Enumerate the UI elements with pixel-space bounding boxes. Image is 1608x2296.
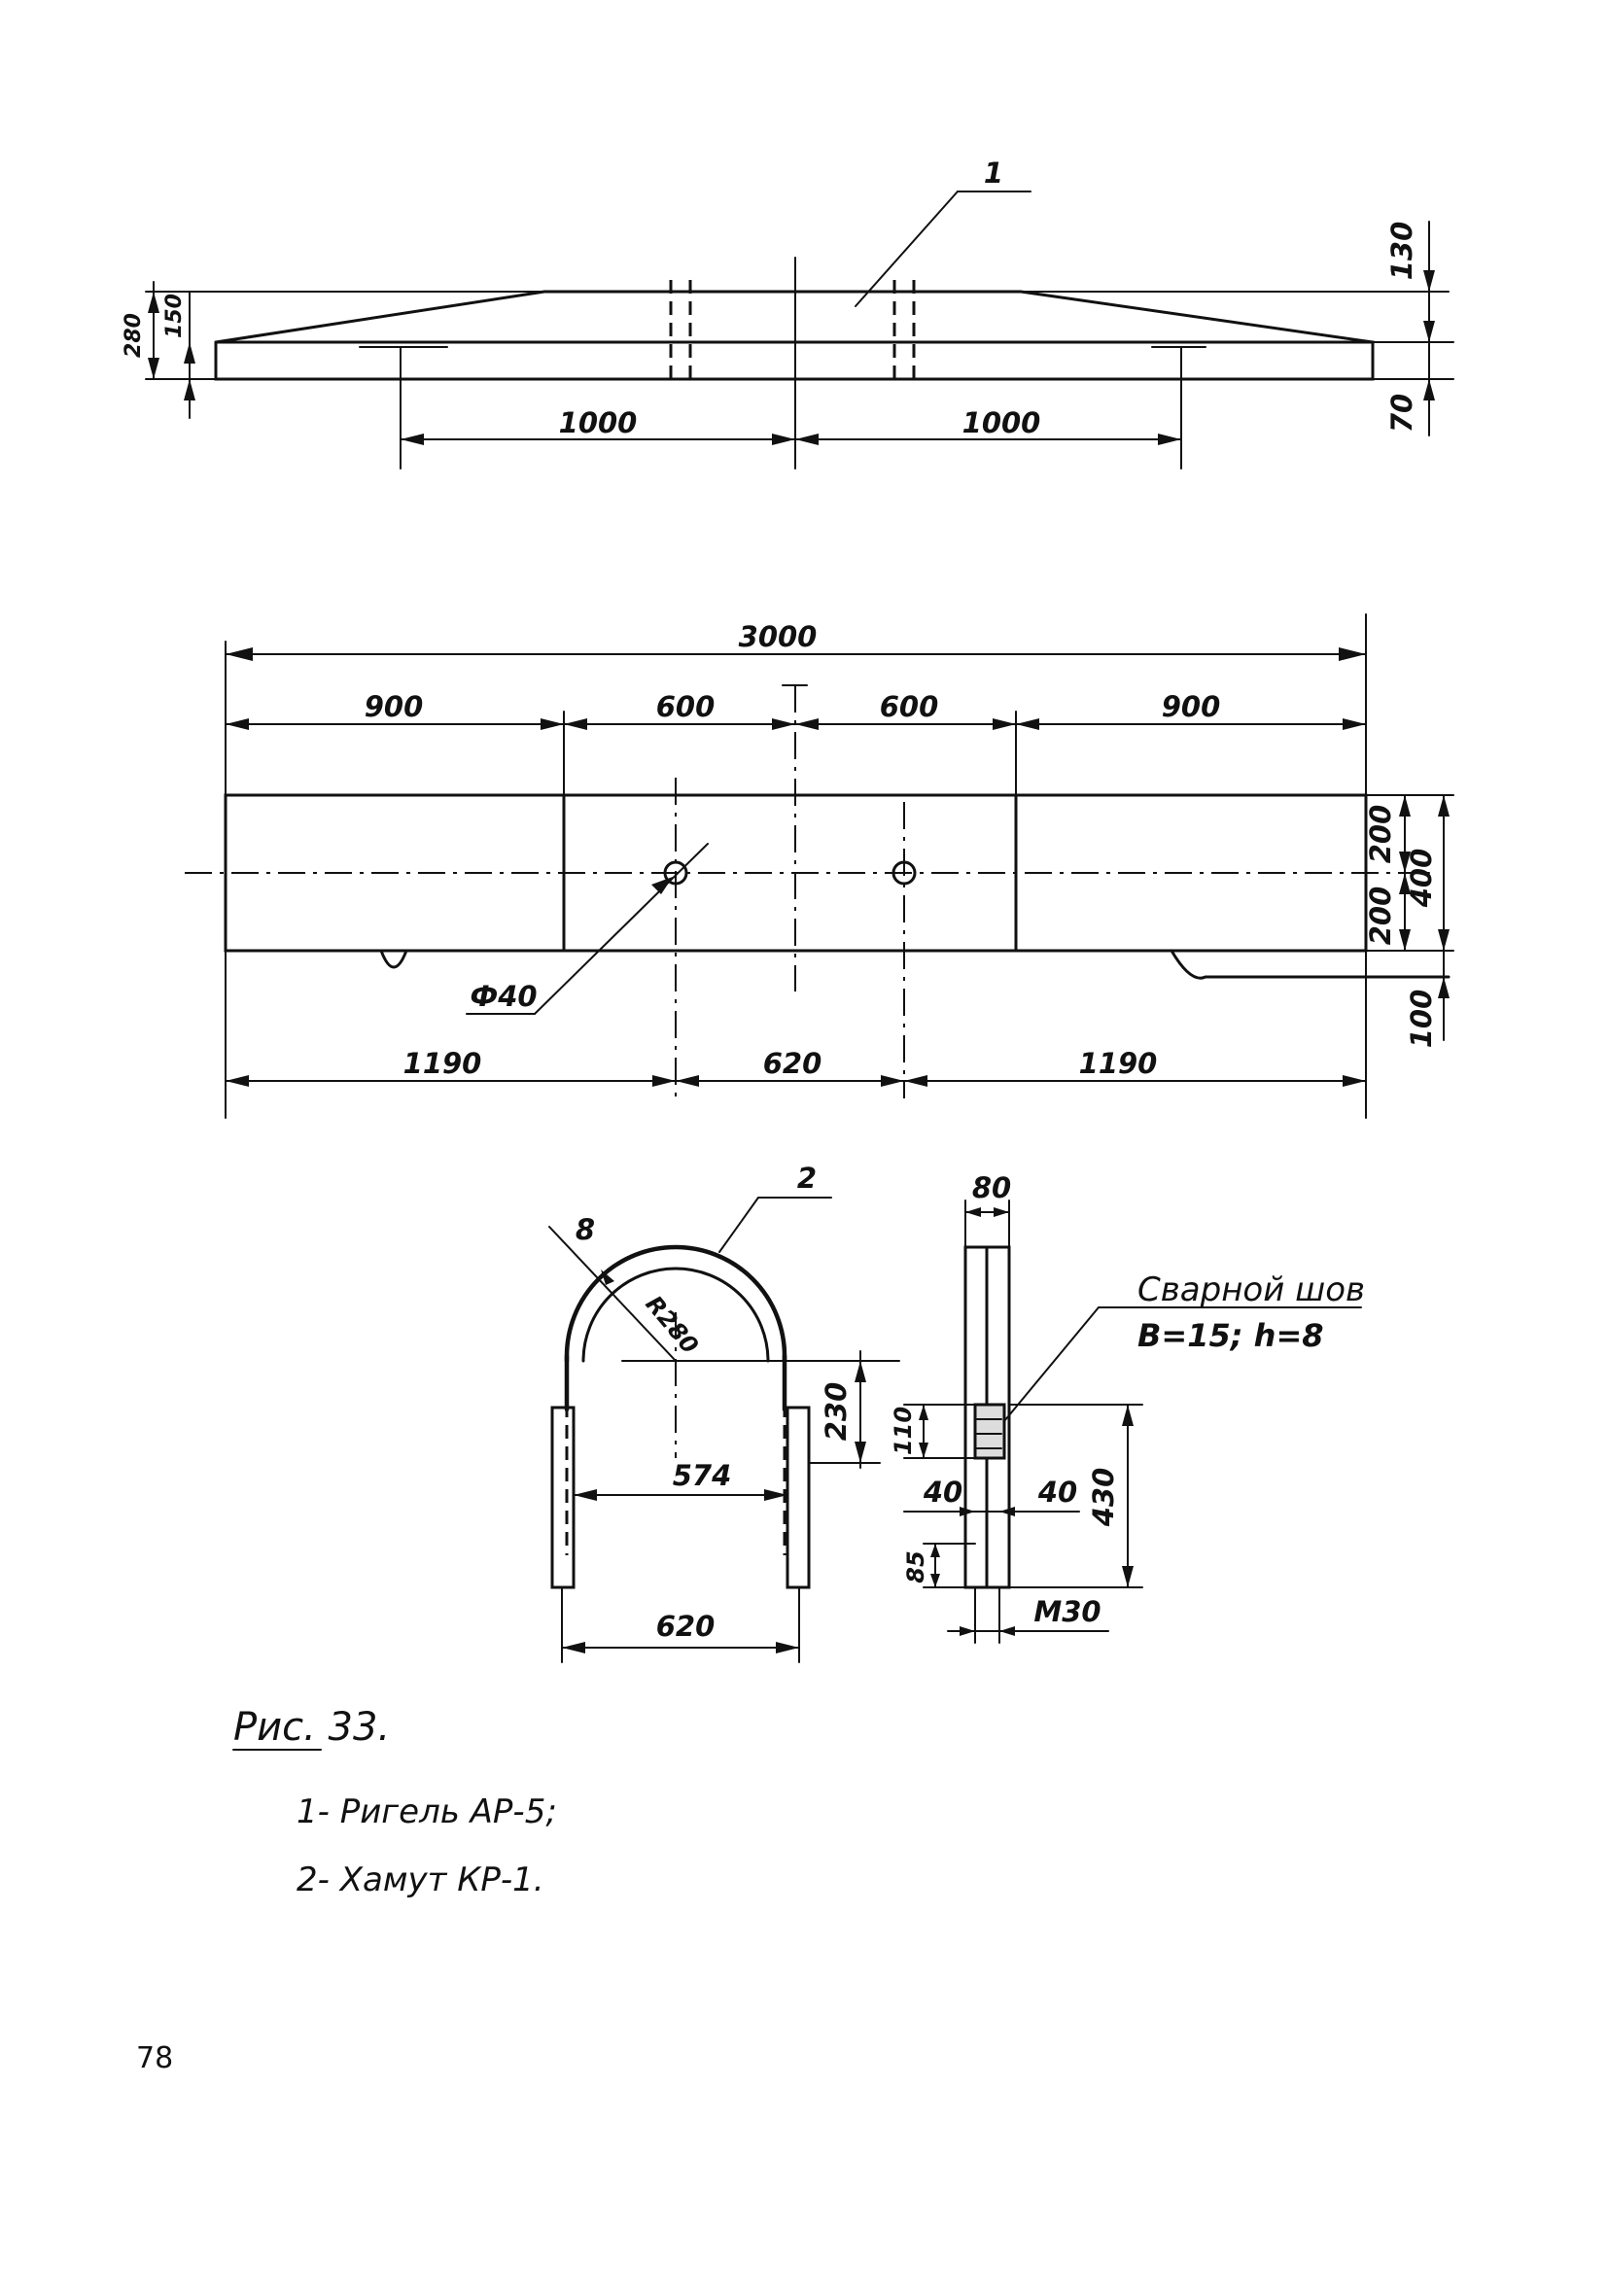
weld-title: Сварной шов: [1137, 1270, 1365, 1309]
dim-200-bottom: 200: [1364, 887, 1397, 946]
clamp-front-view: 8 R280 2 230 574 620: [548, 1162, 900, 1663]
dim-600-left: 600: [656, 690, 716, 723]
clamp-side-view: 80 Сварной шов В=15; h=8 110 430 40 40: [890, 1171, 1365, 1644]
page-number: 78: [136, 2041, 173, 2075]
dim-900-left: 900: [365, 690, 424, 723]
dim-r280: R280: [640, 1291, 704, 1360]
dim-80: 80: [972, 1171, 1011, 1204]
dim-hole-diameter: Ф40: [470, 980, 537, 1013]
dim-3000: 3000: [739, 620, 818, 653]
dim-900-right: 900: [1162, 690, 1221, 723]
dim-230: 230: [820, 1382, 853, 1442]
dim-574: 574: [673, 1459, 732, 1492]
figure-title: Рис. 33.: [233, 1705, 390, 1750]
figure-caption: Рис. 33. 1- Ригель АР-5; 2- Хамут КР-1.: [232, 1705, 557, 1899]
lug-right: [1170, 949, 1451, 980]
dim-m30: М30: [1033, 1595, 1101, 1628]
plan-view: 3000 900 600 600 900: [185, 613, 1454, 1119]
dim-620-clamp: 620: [656, 1610, 716, 1643]
dim-620: 620: [763, 1047, 822, 1080]
dim-1190-left: 1190: [403, 1047, 482, 1080]
dim-1190-right: 1190: [1079, 1047, 1158, 1080]
side-view: 1000 1000 1 130 70 280 150: [122, 157, 1454, 470]
dim-600-right: 600: [880, 690, 939, 723]
dim-280: 280: [122, 313, 146, 358]
dim-40-right: 40: [1037, 1476, 1077, 1509]
dim-85: 85: [902, 1550, 929, 1583]
callout-1: 1: [984, 157, 1003, 190]
hole-left: [663, 860, 688, 886]
dim-430: 430: [1087, 1468, 1120, 1528]
dim-diameter-8: 8: [576, 1213, 595, 1246]
dim-400: 400: [1405, 849, 1438, 909]
dim-40-left: 40: [923, 1476, 962, 1509]
dim-1000-right: 1000: [962, 406, 1041, 439]
lug-left: [379, 949, 408, 969]
hole-right: [891, 860, 917, 886]
dim-100: 100: [1405, 990, 1438, 1049]
dim-200-top: 200: [1364, 805, 1397, 864]
weld-params: В=15; h=8: [1137, 1317, 1324, 1354]
legend-item-2: 2- Хамут КР-1.: [297, 1861, 544, 1899]
legend-item-1: 1- Ригель АР-5;: [297, 1792, 557, 1831]
dim-70: 70: [1385, 394, 1418, 433]
dim-150: 150: [162, 294, 187, 338]
dim-130: 130: [1385, 222, 1418, 281]
dim-110: 110: [890, 1407, 917, 1455]
dim-1000-left: 1000: [559, 406, 638, 439]
callout-2: 2: [797, 1162, 817, 1195]
